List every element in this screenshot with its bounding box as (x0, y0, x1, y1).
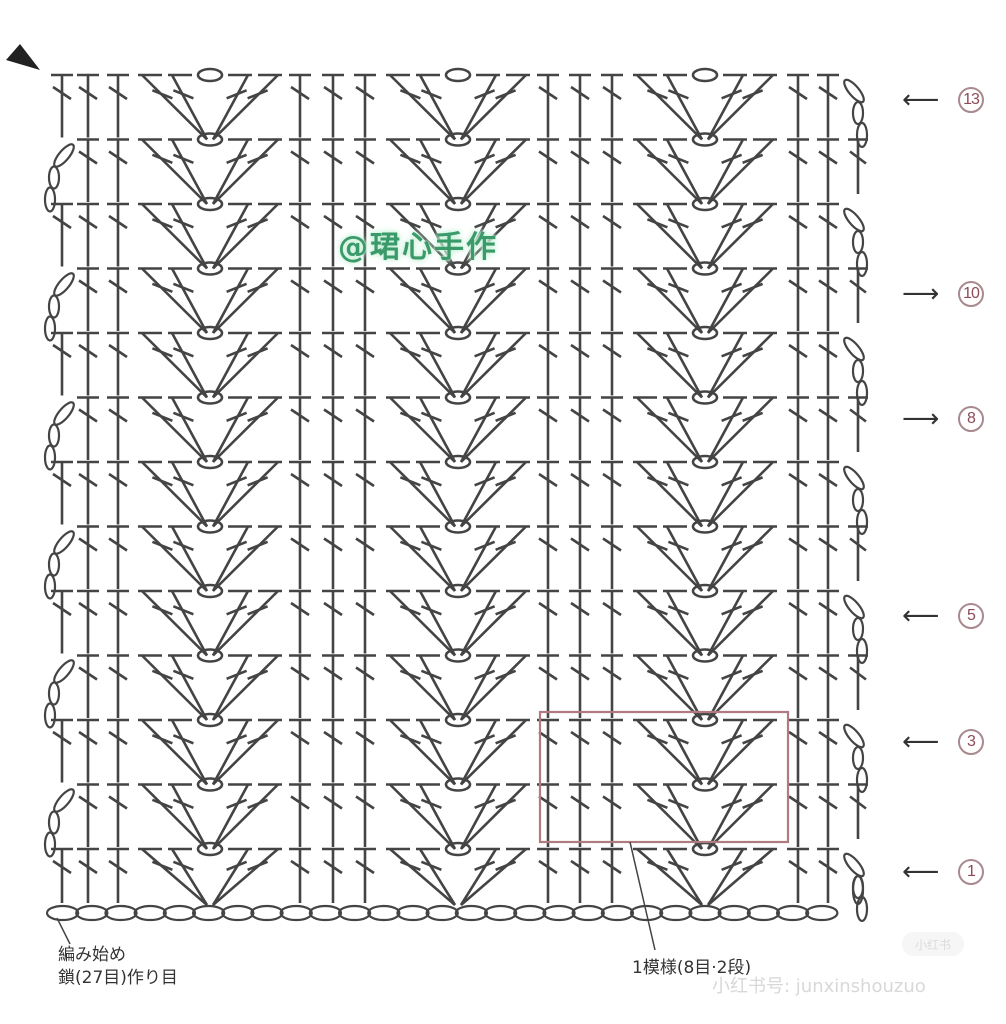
watermark-badge: 小红书 (902, 932, 964, 956)
arrow-right-icon: ⟶ (902, 279, 940, 309)
arrow-left-icon: ⟵ (902, 857, 940, 887)
start-label: 編み始め 鎖(27目)作り目 (58, 944, 178, 990)
foundation-chain (45, 904, 839, 922)
row-marker-10: ⟶ 10 (902, 280, 984, 308)
start-label-line2: 鎖(27目)作り目 (58, 968, 178, 988)
row-marker-3: ⟵3 (902, 728, 984, 756)
turning-chains (43, 78, 869, 923)
row-marker-13: ⟵ 13 (902, 86, 984, 114)
start-triangle-icon (6, 44, 40, 70)
repeat-label: 1模様(8目·2段) (632, 958, 752, 978)
arrow-right-icon: ⟶ (902, 404, 940, 434)
row-number-badge: 10 (958, 281, 984, 307)
row-number-badge: 13 (958, 87, 984, 113)
row-marker-5: ⟵5 (902, 602, 984, 630)
stitch-rows (51, 67, 839, 906)
row-number-badge: 8 (958, 406, 984, 432)
row-marker-1: ⟵1 (902, 858, 984, 886)
repeat-highlight-box (538, 710, 790, 844)
arrow-left-icon: ⟵ (902, 85, 940, 115)
row-marker-8: ⟶8 (902, 405, 984, 433)
row-number-badge: 1 (958, 859, 984, 885)
arrow-left-icon: ⟵ (902, 601, 940, 631)
watermark-footer: 小红书号: junxinshouzuo (712, 976, 926, 997)
start-label-line1: 編み始め (58, 945, 126, 965)
row-number-badge: 5 (958, 603, 984, 629)
arrow-left-icon: ⟵ (902, 727, 940, 757)
watermark-author: @珺心手作 (338, 230, 498, 265)
label-leader-lines (56, 841, 656, 951)
row-number-badge: 3 (958, 729, 984, 755)
